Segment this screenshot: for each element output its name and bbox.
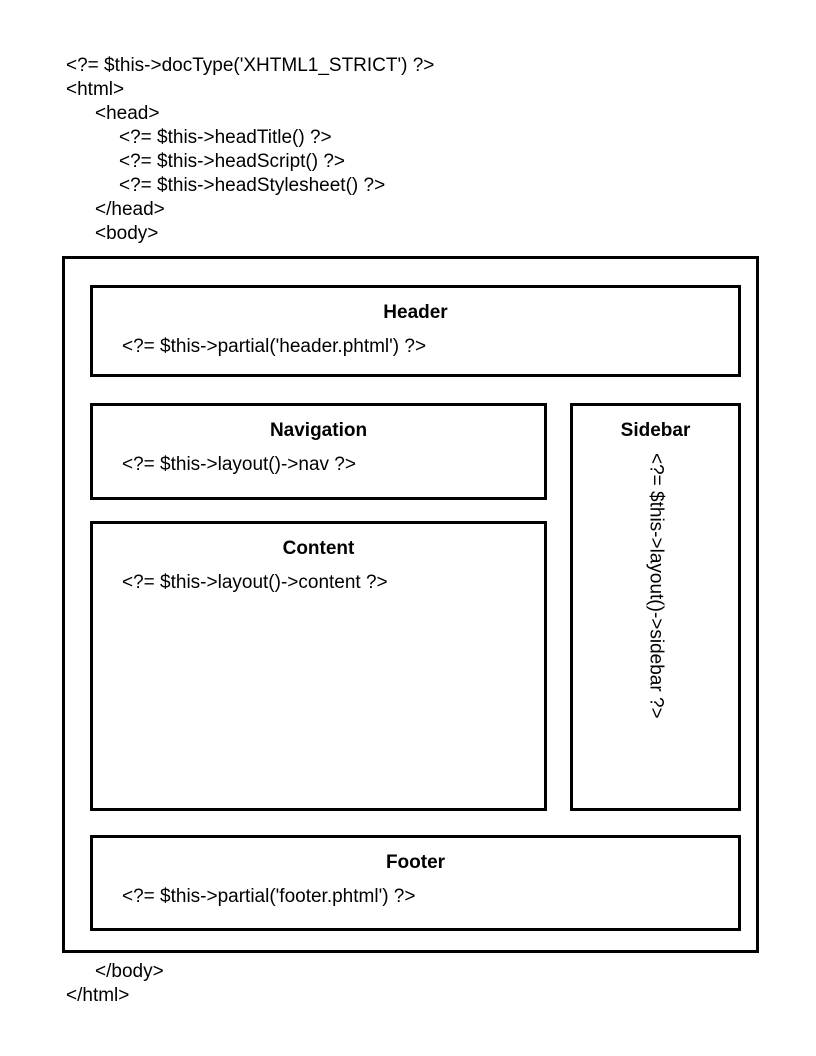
content-box: Content <?= $this->layout()->content ?>	[90, 521, 547, 811]
navigation-box: Navigation <?= $this->layout()->nav ?>	[90, 403, 547, 500]
code-line-doctype: <?= $this->docType('XHTML1_STRICT') ?>	[66, 55, 435, 76]
header-box: Header <?= $this->partial('header.phtml'…	[90, 285, 741, 377]
header-code: <?= $this->partial('header.phtml') ?>	[122, 336, 427, 357]
code-block-bottom: </body> </html>	[66, 960, 164, 1008]
body-layout-box: Header <?= $this->partial('header.phtml'…	[62, 256, 759, 953]
navigation-title: Navigation	[269, 420, 368, 441]
sidebar-title: Sidebar	[620, 420, 691, 441]
code-line-body-close: </body>	[95, 961, 164, 982]
code-block-top: <?= $this->docType('XHTML1_STRICT') ?> <…	[66, 54, 434, 246]
content-code: <?= $this->layout()->content ?>	[122, 572, 388, 593]
code-line-html-open: <html>	[66, 79, 125, 100]
navigation-code: <?= $this->layout()->nav ?>	[122, 454, 356, 475]
header-title: Header	[383, 302, 448, 323]
code-line-head-script: <?= $this->headScript() ?>	[119, 151, 346, 172]
code-line-body-open: <body>	[95, 223, 159, 244]
sidebar-code: <?= $this->layout()->sidebar ?>	[645, 453, 667, 719]
footer-title: Footer	[385, 852, 446, 873]
footer-code: <?= $this->partial('footer.phtml') ?>	[122, 886, 416, 907]
code-line-head-close: </head>	[95, 199, 165, 220]
code-line-head-title: <?= $this->headTitle() ?>	[119, 127, 332, 148]
code-line-html-close: </html>	[66, 985, 130, 1006]
code-line-head-open: <head>	[95, 103, 160, 124]
footer-box: Footer <?= $this->partial('footer.phtml'…	[90, 835, 741, 931]
sidebar-box: Sidebar <?= $this->layout()->sidebar ?>	[570, 403, 741, 811]
content-title: Content	[282, 538, 355, 559]
code-line-head-stylesheet: <?= $this->headStylesheet() ?>	[119, 175, 386, 196]
